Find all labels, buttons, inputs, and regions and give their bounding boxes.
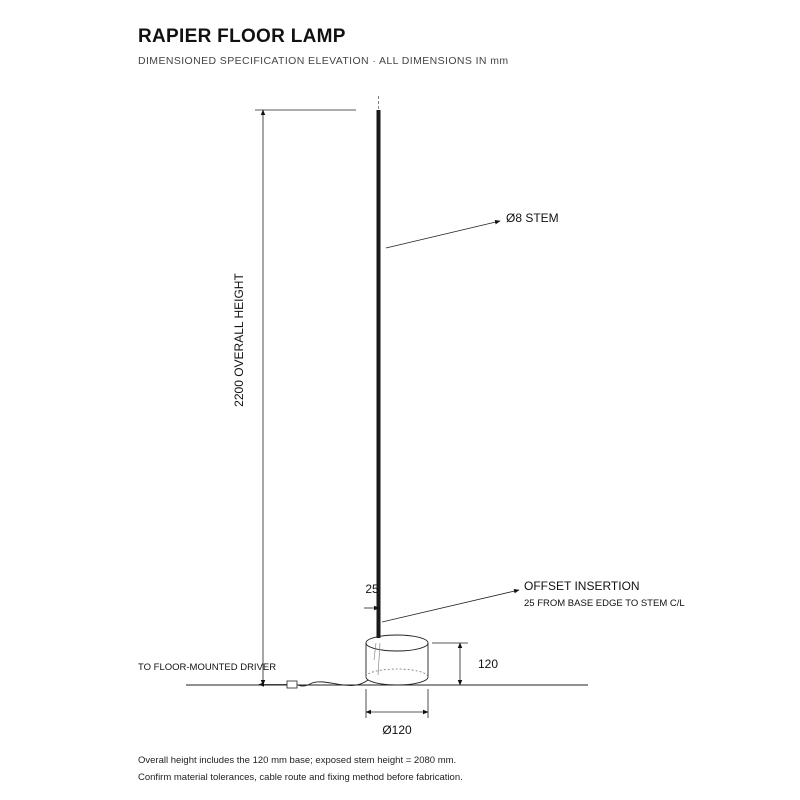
stem-label: Ø8 STEM — [506, 211, 559, 225]
base-diameter-label: Ø120 — [382, 723, 412, 737]
power-cable — [297, 679, 369, 687]
base-top-ellipse — [365, 634, 429, 652]
note-line: Confirm material tolerances, cable route… — [138, 772, 463, 783]
note-line: Overall height includes the 120 mm base;… — [138, 755, 457, 766]
cable-plug — [286, 680, 298, 689]
lamp-base — [365, 634, 429, 686]
base-bottom-front — [365, 676, 429, 686]
base-height-label: 120 — [478, 657, 498, 671]
base-bottom-hidden — [365, 668, 429, 678]
fabrication-notes: Overall height includes the 120 mm base;… — [138, 752, 463, 786]
offset-dim-label: 25 — [365, 582, 379, 596]
offset-leader — [381, 588, 520, 623]
drawing-title: RAPIER FLOOR LAMP — [138, 26, 346, 47]
offset-insertion-label: OFFSET INSERTION — [524, 579, 640, 593]
drawing-subtitle: DIMENSIONED SPECIFICATION ELEVATION · AL… — [138, 55, 509, 67]
stem-socket-hidden — [373, 642, 381, 676]
offset-insertion-detail: 25 FROM BASE EDGE TO STEM C/L — [524, 598, 685, 609]
overall-height-label: 2200 OVERALL HEIGHT — [232, 273, 246, 407]
driver-label: TO FLOOR-MOUNTED DRIVER — [138, 662, 276, 673]
stem-leader — [385, 219, 501, 249]
lamp-stem — [376, 110, 381, 638]
